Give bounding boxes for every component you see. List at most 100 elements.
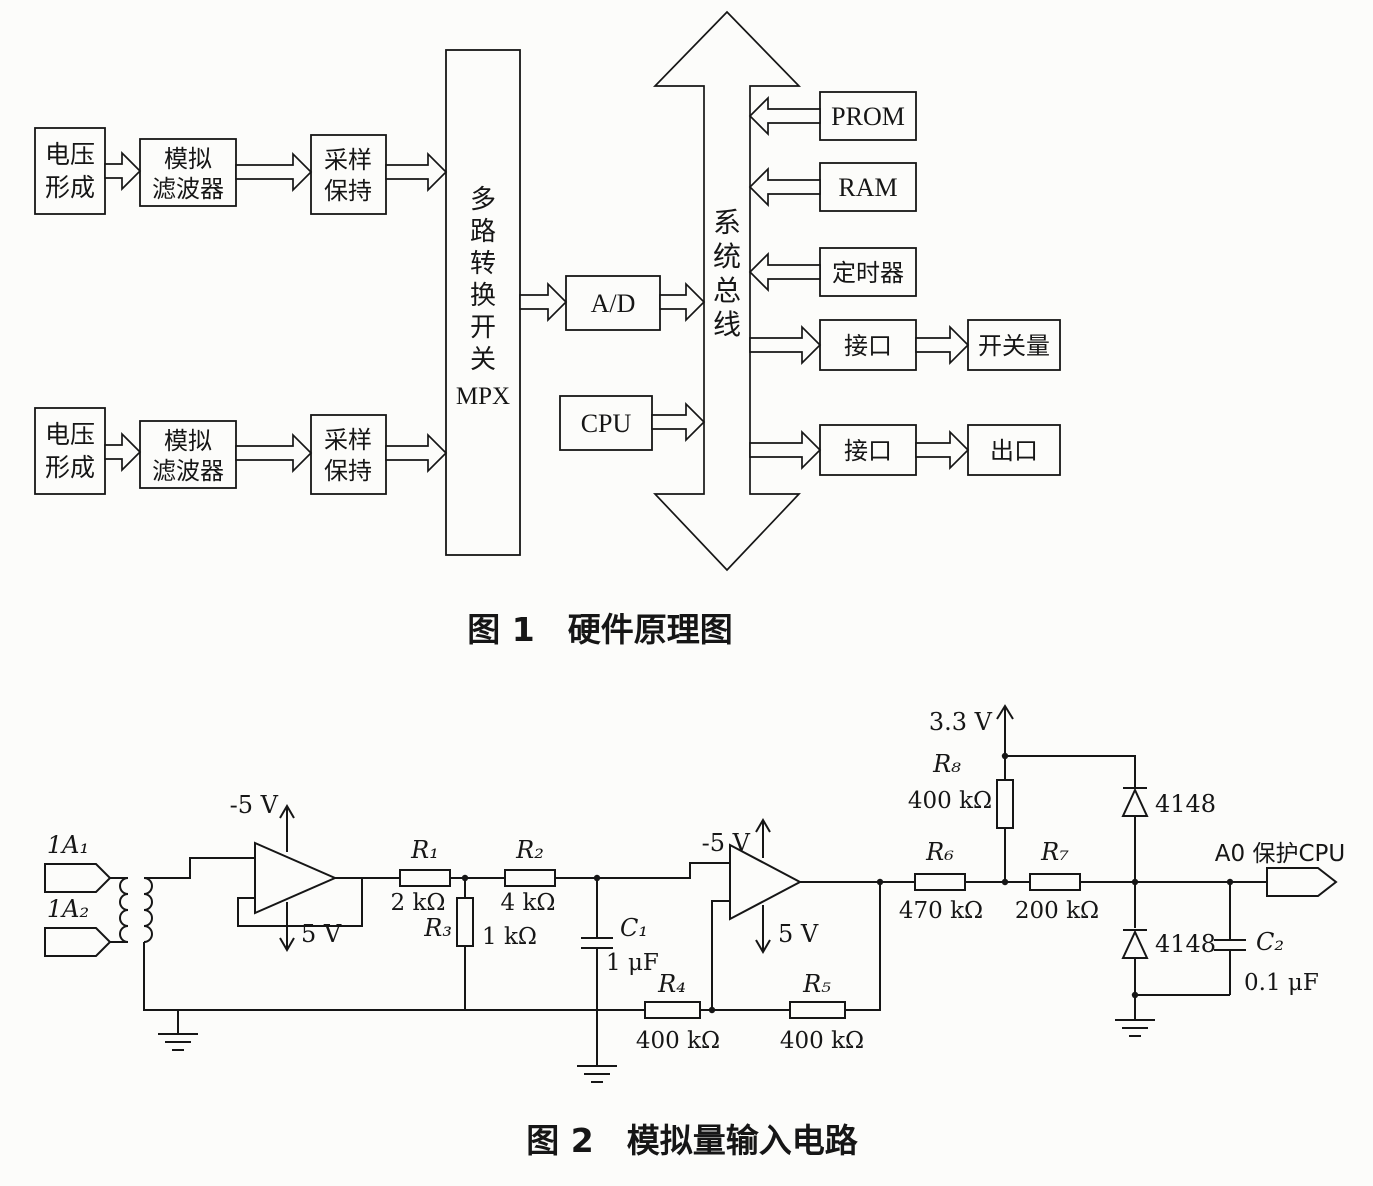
r6-value-label: 470 kΩ	[899, 898, 983, 924]
arrow-filter2-sample2	[235, 432, 313, 474]
c2-value-label: 0.1 μF	[1244, 970, 1319, 996]
resistor-r5	[789, 1001, 846, 1019]
sample-hold-label-2: 采样	[324, 426, 372, 454]
output-label: A0 保护CPU	[1215, 841, 1345, 867]
opamp-1	[254, 841, 338, 915]
diode-d2	[1121, 929, 1149, 959]
sample-hold-label-2b: 保持	[324, 457, 372, 485]
arrow-prom-bus	[748, 95, 821, 137]
r7-name-label: R₇	[1040, 838, 1069, 866]
cpu-label: CPU	[581, 409, 632, 438]
r1-name-label: R₁	[410, 836, 439, 864]
output-tag	[1266, 867, 1338, 897]
arrow-interface1-switch	[915, 324, 970, 366]
c2-name-label: C₂	[1256, 928, 1284, 956]
voltage-forming-label-1b: 形成	[45, 173, 95, 202]
r7-value-label: 200 kΩ	[1015, 898, 1099, 924]
arrow-bus-interface2	[749, 429, 822, 471]
r1-value-label: 2 kΩ	[391, 890, 446, 916]
r4-name-label: R₄	[657, 970, 686, 998]
analog-filter-label-2b: 滤波器	[152, 457, 224, 485]
input2-label: 1A₂	[47, 895, 89, 923]
figure2-caption: 图 2 模拟量输入电路	[526, 1121, 858, 1160]
interface-label-1: 接口	[844, 332, 892, 360]
diode-d1-label: 4148	[1155, 790, 1216, 818]
arrow-timer-bus	[748, 251, 821, 293]
sample-hold-box-1	[310, 134, 387, 215]
c1-name-label: C₁	[620, 914, 648, 942]
resistor-r2	[504, 869, 556, 887]
voltage-forming-label-2: 电压	[45, 420, 95, 449]
transformer-coils	[119, 877, 153, 943]
input-tag-2	[44, 927, 112, 957]
circuit-wires	[110, 706, 1267, 1066]
ground-symbols	[158, 1019, 1155, 1083]
junction-dots	[461, 752, 1234, 1014]
voltage-forming-label-2b: 形成	[45, 453, 95, 482]
timer-label: 定时器	[832, 259, 904, 287]
arrow-sample2-mpx	[385, 432, 448, 474]
r2-value-label: 4 kΩ	[501, 890, 556, 916]
mpx-name-label: MPX	[456, 383, 510, 410]
r5-name-label: R₅	[802, 970, 831, 998]
r2-name-label: R₂	[515, 836, 544, 864]
diode-d2-label: 4148	[1155, 930, 1216, 958]
sample-hold-label-1: 采样	[324, 146, 372, 174]
system-bus-label: 系统总线	[713, 206, 741, 341]
voltage-forming-label-1: 电压	[45, 140, 95, 169]
r3-value-label: 1 kΩ	[482, 924, 537, 950]
system-bus-arrow	[652, 10, 802, 572]
resistor-r4	[644, 1001, 701, 1019]
ram-label: RAM	[838, 173, 897, 202]
adc-label: A/D	[591, 289, 636, 318]
input1-label: 1A₁	[47, 831, 89, 859]
opamp-2	[729, 843, 803, 921]
switch-output-label: 开关量	[978, 332, 1050, 360]
r4-value-label: 400 kΩ	[636, 1028, 720, 1054]
arrow-bus-interface1	[749, 324, 822, 366]
arrow-adc-bus	[659, 281, 706, 323]
resistor-r8	[996, 779, 1014, 829]
supply-stub-lines	[286, 806, 764, 952]
figure1-hardware-diagram: 系统总线 多路转换开关 MPX 电压 形成 模拟 滤波器 采样 保持 电压 形成…	[34, 10, 1061, 649]
analog-filter-box-1	[139, 138, 237, 207]
voltage-forming-box-2	[34, 407, 106, 495]
input-tag-1	[44, 863, 112, 893]
analog-filter-box-2	[139, 420, 237, 489]
arrow-input2-filter2	[104, 431, 142, 473]
analog-filter-label-2: 模拟	[164, 427, 212, 455]
opamp2-neg-supply-label: -5 V	[702, 829, 751, 857]
arrow-cpu-bus	[651, 401, 706, 443]
adc-box	[565, 275, 661, 331]
r8-name-label: R₈	[932, 750, 961, 778]
arrow-mpx-adc	[519, 281, 568, 323]
opamp1-pos-supply-label: 5 V	[301, 920, 342, 948]
sample-hold-box-2	[310, 414, 387, 495]
diode-d1	[1121, 787, 1149, 817]
opamp2-pos-supply-label: 5 V	[778, 920, 819, 948]
sample-hold-label-1b: 保持	[324, 177, 372, 205]
capacitor-c2	[1214, 939, 1246, 951]
arrow-interface2-outlet	[915, 429, 970, 471]
r3-name-label: R₃	[423, 914, 452, 942]
outlet-label: 出口	[990, 437, 1038, 465]
prom-box	[819, 91, 917, 141]
capacitor-c1	[581, 937, 613, 949]
mpx-box	[445, 49, 521, 556]
figure2-analog-input-circuit: 1A₁ 1A₂ -5 V 5 V -5 V 5 V 3.3 V R₁ 2 kΩ …	[44, 704, 1345, 1160]
resistor-r1	[399, 869, 451, 887]
c1-value-label: 1 μF	[606, 950, 659, 976]
rail-33v-label: 3.3 V	[929, 708, 993, 736]
supply-arrowheads	[279, 704, 1014, 954]
resistor-r6	[914, 873, 966, 891]
mpx-vertical-label: 多路转换开关	[470, 185, 496, 375]
switch-output-box	[967, 319, 1061, 371]
resistor-r3	[456, 897, 474, 947]
arrow-ram-bus	[748, 166, 821, 208]
opamp1-neg-supply-label: -5 V	[230, 791, 279, 819]
figure1-caption: 图 1 硬件原理图	[467, 610, 732, 649]
r6-name-label: R₆	[925, 838, 954, 866]
block-arrows	[104, 95, 970, 474]
arrow-filter1-sample1	[235, 151, 313, 193]
